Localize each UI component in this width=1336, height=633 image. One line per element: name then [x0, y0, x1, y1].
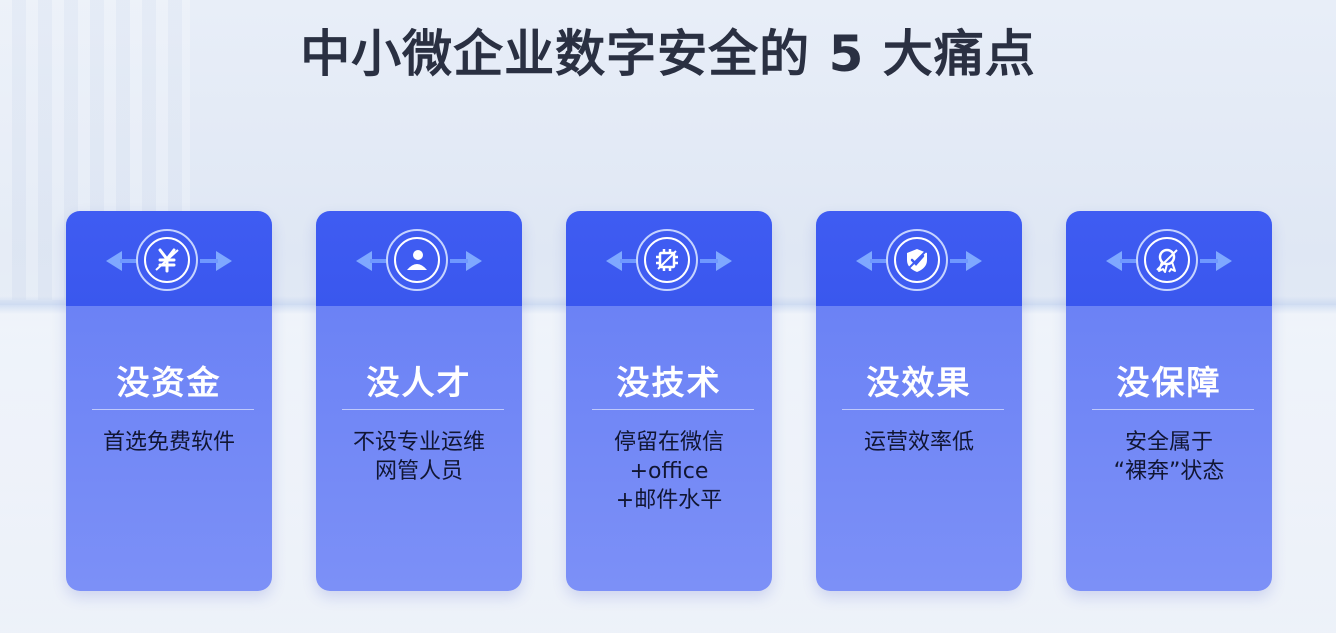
icon-circle	[886, 229, 948, 291]
arrow-right-icon	[966, 251, 982, 271]
icon-group	[356, 229, 482, 293]
icon-ring	[144, 237, 190, 283]
shield-check-icon	[906, 249, 928, 272]
card-divider	[592, 409, 754, 410]
arrow-left-icon	[356, 251, 372, 271]
arrow-line	[620, 259, 638, 263]
icon-ring	[894, 237, 940, 283]
arrow-right-icon	[466, 251, 482, 271]
card-guarantee: 没保障 安全属于 “裸奔”状态	[1066, 211, 1272, 591]
icon-ring	[644, 237, 690, 283]
icon-group	[606, 229, 732, 293]
yuan-icon	[155, 248, 179, 273]
card-divider	[342, 409, 504, 410]
arrow-line	[450, 259, 468, 263]
card-technology: 没技术 停留在微信 +office +邮件水平	[566, 211, 772, 591]
arrow-line	[1120, 259, 1138, 263]
arrow-right-icon	[1216, 251, 1232, 271]
icon-group	[106, 229, 232, 293]
card-effectiveness: 没效果 运营效率低	[816, 211, 1022, 591]
card-description: 安全属于 “裸奔”状态	[1113, 430, 1225, 484]
card-body	[1066, 306, 1272, 591]
arrow-line	[950, 259, 968, 263]
icon-circle	[386, 229, 448, 291]
card-body	[66, 306, 272, 591]
arrow-line	[200, 259, 218, 263]
card-divider	[92, 409, 254, 410]
card-heading: 没技术	[616, 363, 722, 402]
chip-icon	[656, 249, 678, 271]
card-description: 运营效率低	[863, 430, 974, 455]
card-heading: 没人才	[366, 363, 472, 402]
arrow-left-icon	[856, 251, 872, 271]
arrow-left-icon	[106, 251, 122, 271]
arrow-left-icon	[1106, 251, 1122, 271]
person-icon	[407, 250, 427, 270]
pain-point-cards: 没资金 首选免费软件 没人才 不设专业运维 网管人员	[66, 211, 1276, 591]
card-heading: 没保障	[1116, 363, 1222, 402]
icon-circle	[1136, 229, 1198, 291]
icon-group	[1106, 229, 1232, 293]
card-body	[816, 306, 1022, 591]
card-divider	[842, 409, 1004, 410]
card-description: 不设专业运维 网管人员	[352, 430, 485, 484]
icon-ring	[394, 237, 440, 283]
arrow-line	[370, 259, 388, 263]
badge-broken-icon	[1156, 248, 1178, 273]
arrow-right-icon	[216, 251, 232, 271]
card-talent: 没人才 不设专业运维 网管人员	[316, 211, 522, 591]
arrow-line	[120, 259, 138, 263]
page-title: 中小微企业数字安全的 5 大痛点	[300, 25, 1036, 83]
arrow-line	[700, 259, 718, 263]
card-heading: 没资金	[116, 363, 222, 402]
card-description: 停留在微信 +office +邮件水平	[613, 430, 724, 513]
arrow-line	[870, 259, 888, 263]
card-divider	[1092, 409, 1254, 410]
card-body	[316, 306, 522, 591]
card-body	[566, 306, 772, 591]
card-description: 首选免费软件	[102, 430, 235, 455]
icon-ring	[1144, 237, 1190, 283]
arrow-right-icon	[716, 251, 732, 271]
arrow-line	[1200, 259, 1218, 263]
icon-circle	[136, 229, 198, 291]
icon-circle	[636, 229, 698, 291]
arrow-left-icon	[606, 251, 622, 271]
icon-group	[856, 229, 982, 293]
card-heading: 没效果	[866, 363, 972, 402]
card-funding: 没资金 首选免费软件	[66, 211, 272, 591]
